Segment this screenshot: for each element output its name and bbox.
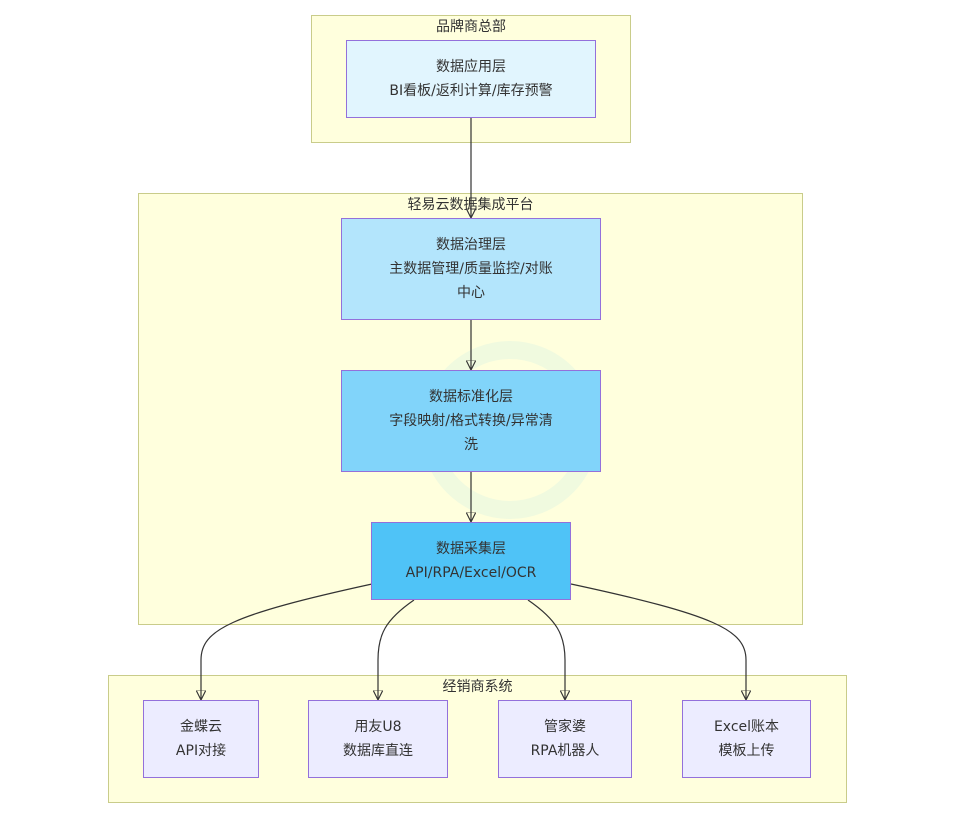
node-gjp-title: 管家婆 (543, 719, 586, 735)
node-data-application-layer: 数据应用层 BI看板/返利计算/库存预警 (346, 40, 596, 118)
node-gjp-desc: RPA机器人 (530, 743, 600, 759)
node-source-kingdee: 金蝶云 API对接 (143, 700, 259, 778)
node-source-gjp: 管家婆 RPA机器人 (498, 700, 632, 778)
node-col-desc: API/RPA/Excel/OCR (405, 565, 537, 581)
group-dealer-title: 经销商系统 (442, 679, 513, 695)
node-excel-title: Excel账本 (713, 719, 780, 735)
node-yonyou-title: 用友U8 (354, 719, 402, 735)
node-app-title: 数据应用层 (435, 59, 506, 75)
node-source-yonyou: 用友U8 数据库直连 (308, 700, 448, 778)
node-col-title: 数据采集层 (435, 541, 506, 557)
node-std-desc: 字段映射/格式转换/异常清 (389, 413, 553, 429)
node-data-governance-layer: 数据治理层 主数据管理/质量监控/对账 中心 (341, 218, 601, 320)
node-source-excel: Excel账本 模板上传 (682, 700, 811, 778)
node-data-standardization-layer: 数据标准化层 字段映射/格式转换/异常清 洗 (341, 370, 601, 472)
node-yonyou-desc: 数据库直连 (343, 743, 413, 759)
node-gov-desc: 主数据管理/质量监控/对账 (389, 261, 553, 277)
node-kingdee-desc: API对接 (175, 743, 227, 759)
node-excel-desc: 模板上传 (718, 743, 775, 759)
group-hq-title: 品牌商总部 (436, 19, 506, 35)
node-std-title: 数据标准化层 (429, 389, 513, 405)
node-app-desc: BI看板/返利计算/库存预警 (389, 83, 553, 99)
node-gov-title: 数据治理层 (436, 237, 506, 253)
node-std-desc-cont: 洗 (464, 437, 478, 453)
node-data-collection-layer: 数据采集层 API/RPA/Excel/OCR (371, 522, 571, 600)
node-kingdee-title: 金蝶云 (180, 719, 222, 735)
group-platform-title: 轻易云数据集成平台 (407, 197, 534, 213)
node-gov-desc-cont: 中心 (457, 285, 485, 301)
